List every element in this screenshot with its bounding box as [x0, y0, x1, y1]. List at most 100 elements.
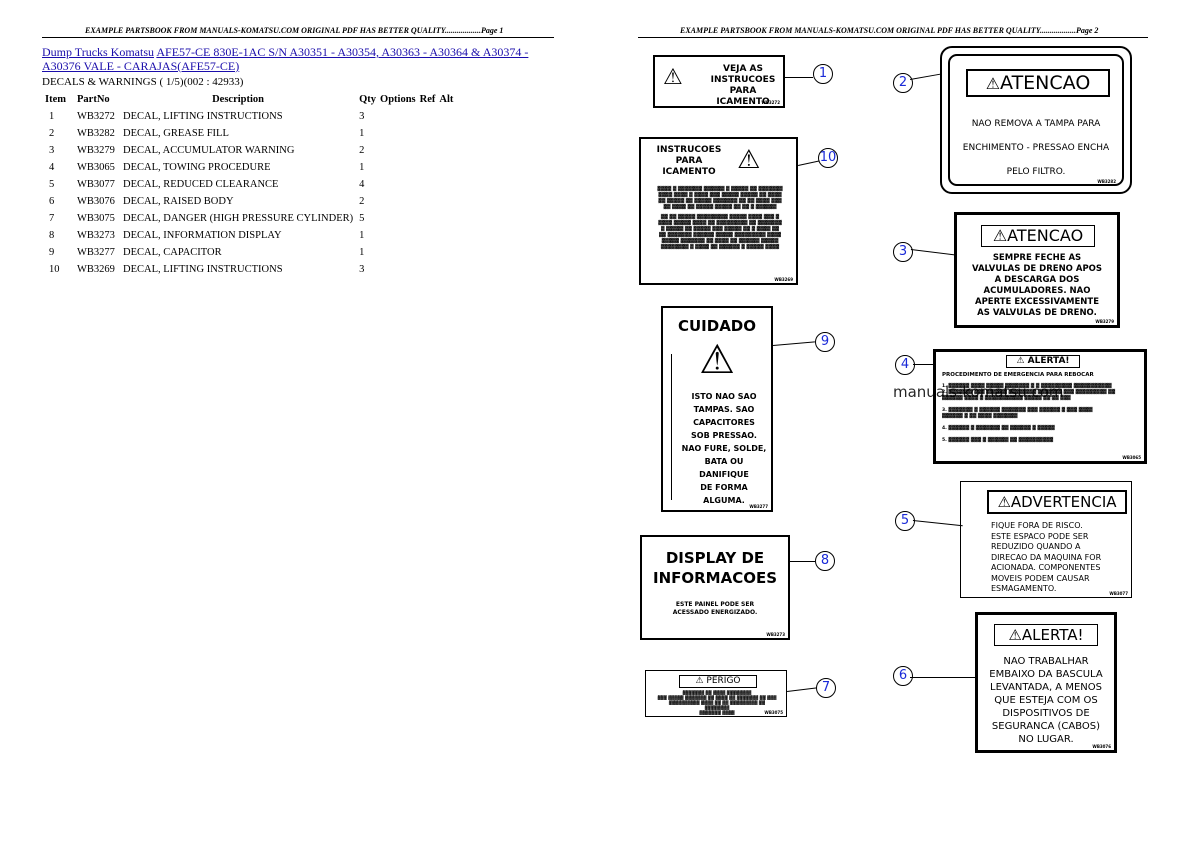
decal9-l6: BATA OU DANIFIQUE [699, 457, 749, 479]
decal2-code: WB3282 [1097, 179, 1116, 184]
breadcrumb-link-category[interactable]: Dump Trucks Komatsu [42, 45, 155, 59]
col-qty: Qty [359, 94, 377, 105]
row-description: DECAL, CAPACITOR [123, 247, 222, 258]
callout-10[interactable]: 10 [818, 148, 838, 168]
breadcrumb: Dump Trucks Komatsu AFE57-CE 830E-1AC S/… [42, 45, 562, 73]
decal5-l3: REDUZIDO QUANDO A [991, 542, 1081, 551]
row-alt [437, 261, 455, 278]
decal3-l2: VALVULAS DE DRENO APOS [971, 264, 1103, 274]
col-options: Options [380, 94, 416, 105]
page1-header-rule [42, 37, 554, 38]
callout-8[interactable]: 8 [815, 551, 835, 571]
row-partno: WB3075 [77, 213, 115, 224]
leader-line-2 [910, 73, 942, 80]
decal6-l1: NAO TRABALHAR [1003, 656, 1089, 667]
decal5-l1: FIQUE FORA DE RISCO. [991, 521, 1083, 530]
row-description: DECAL, LIFTING INSTRUCTIONS [123, 264, 283, 275]
leader-line-7 [787, 687, 817, 692]
caution-triangle-icon: ⚠ [699, 337, 735, 383]
col-ref: Ref [419, 94, 436, 105]
row-options [378, 125, 418, 142]
decal6-l5: DISPOSITIVOS DE [1002, 708, 1090, 719]
decal4-title: ALERTA! [1027, 356, 1070, 366]
leader-line-4 [913, 364, 935, 365]
decal5-title-box: ⚠ADVERTENCIA [987, 490, 1127, 514]
row-alt [437, 125, 455, 142]
decal8-code: WB3273 [766, 632, 785, 637]
row-qty: 3 [359, 264, 365, 275]
row-options [378, 142, 418, 159]
row-options [378, 159, 418, 176]
row-ref [418, 159, 438, 176]
decal2-l3: PELO FILTRO. [1006, 167, 1066, 177]
callout-5[interactable]: 5 [895, 511, 915, 531]
decal-capacitor-wb3277: CUIDADO ⚠ ISTO NAO SAO TAMPAS. SAO CAPAC… [661, 306, 773, 512]
callout-9[interactable]: 9 [815, 332, 835, 352]
decal9-l4: SOB PRESSAO. [691, 431, 757, 440]
breadcrumb-link-model[interactable]: AFE57-CE 830E-1AC S/N A30351 - A30354, A… [42, 45, 529, 73]
decal10-code: WB3269 [774, 277, 793, 282]
decal1-line1: VEJA AS [722, 64, 763, 74]
decal-danger-high-pressure-wb3075: ⚠ PERIGO ▓▓▓▓▓▓▓ ▓▓ ▓▓▓▓ ▓▓▓▓▓▓▓▓ ▓▓▓ ▓▓… [645, 670, 787, 717]
decal6-l7: NO LUGAR. [1018, 734, 1074, 745]
callout-4[interactable]: 4 [895, 355, 915, 375]
row-qty: 5 [359, 213, 365, 224]
callout-2[interactable]: 2 [893, 73, 913, 93]
row-description: DECAL, ACCUMULATOR WARNING [123, 145, 295, 156]
row-alt [437, 142, 455, 159]
leader-line-9 [773, 341, 815, 346]
callout-1[interactable]: 1 [813, 64, 833, 84]
row-partno: WB3272 [77, 111, 115, 122]
row-alt [437, 210, 455, 227]
decal7-title: PERIGO [706, 676, 741, 686]
decal-towing-procedure-wb3065: ⚠ ALERTA! PROCEDIMENTO DE EMERGENCIA PAR… [933, 349, 1147, 464]
row-item: 7 [49, 213, 55, 224]
decal6-l3: LEVANTADA, A MENOS [990, 682, 1102, 693]
row-partno: WB3273 [77, 230, 115, 241]
decal8-l3: ESTE PAINEL PODE SER [675, 601, 755, 608]
parts-table: Item PartNo Description Qty Options Ref … [42, 91, 455, 278]
callout-7[interactable]: 7 [816, 678, 836, 698]
hook-warning-icon: ⚠ [737, 145, 761, 175]
decal6-title: ALERTA! [1021, 626, 1084, 644]
leader-line-6 [910, 677, 977, 678]
col-item: Item [45, 94, 66, 105]
row-description: DECAL, LIFTING INSTRUCTIONS [123, 111, 283, 122]
row-description: DECAL, INFORMATION DISPLAY [123, 230, 282, 241]
decal-lifting-instructions-wb3272: ⚠ VEJA AS INSTRUCOES PARA ICAMENTO WB327… [653, 55, 785, 108]
row-alt [437, 193, 455, 210]
decal2-l2: ENCHIMENTO - PRESSAO ENCHA [962, 143, 1110, 153]
page2-header-rule [638, 37, 1148, 38]
leader-line-8 [790, 561, 815, 562]
row-qty: 2 [359, 196, 365, 207]
decal1-line2: INSTRUCOES [710, 75, 776, 85]
decal5-title: ADVERTENCIA [1010, 493, 1117, 511]
decal8-l1: DISPLAY DE [665, 549, 765, 567]
row-options [378, 176, 418, 193]
decal5-l4: DIRECAO DA MAQUINA FOR [991, 552, 1102, 562]
decal-lifting-instructions-wb3269: INSTRUCOES PARA ICAMENTO ⚠ ▓▓▓▓ ▓ ▓▓▓▓▓▓… [639, 137, 798, 285]
page1-header: EXAMPLE PARTSBOOK FROM MANUALS-KOMATSU.C… [85, 26, 504, 35]
leader-line-3 [910, 249, 956, 256]
decal9-title: CUIDADO [677, 317, 757, 335]
callout-3[interactable]: 3 [893, 242, 913, 262]
decal3-l4: ACUMULADORES. NAO [983, 286, 1091, 296]
callout-6[interactable]: 6 [893, 666, 913, 686]
row-qty: 2 [359, 145, 365, 156]
row-item: 4 [49, 162, 55, 173]
row-ref [418, 108, 438, 125]
decal3-title: ATENCAO [1007, 226, 1084, 245]
hook-warning-icon: ⚠ [663, 65, 683, 90]
row-qty: 4 [359, 179, 365, 190]
decal9-code: WB3277 [749, 504, 768, 509]
decal9-l2: TAMPAS. SAO [693, 405, 755, 414]
row-ref [418, 193, 438, 210]
row-ref [418, 142, 438, 159]
row-options [378, 108, 418, 125]
decal9-l3: CAPACITORES [693, 418, 755, 427]
